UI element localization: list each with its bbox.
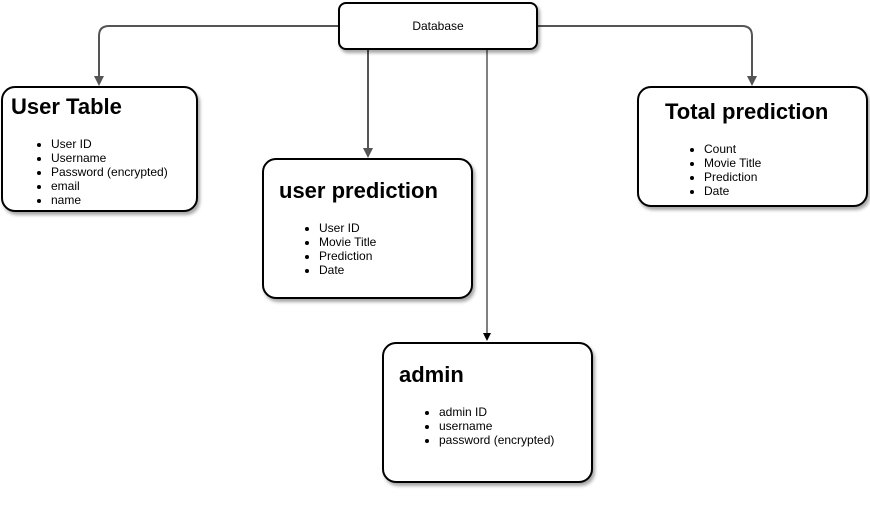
user-prediction-node[interactable]: user prediction User ID Movie Title Pred…	[262, 158, 473, 299]
field-item: email	[51, 179, 196, 193]
user-table-title: User Table	[11, 94, 122, 119]
field-item: Password (encrypted)	[51, 165, 196, 179]
field-item: Prediction	[704, 170, 866, 184]
database-node[interactable]: Database	[338, 2, 538, 50]
total-prediction-title: Total prediction	[665, 99, 829, 124]
total-prediction-fields: Count Movie Title Prediction Date	[639, 142, 866, 198]
edge-database-to-user-table	[94, 25, 338, 86]
user-table-node[interactable]: User Table User ID Username Password (en…	[1, 86, 198, 212]
user-prediction-title: user prediction	[279, 178, 438, 203]
field-item: Movie Title	[319, 235, 471, 249]
database-label: Database	[412, 19, 464, 33]
user-prediction-fields: User ID Movie Title Prediction Date	[264, 221, 471, 277]
admin-node[interactable]: admin admin ID username password (encryp…	[382, 342, 593, 483]
field-item: Prediction	[319, 249, 471, 263]
field-item: User ID	[319, 221, 471, 235]
field-item: Username	[51, 151, 196, 165]
admin-title: admin	[399, 362, 464, 387]
field-item: Count	[704, 142, 866, 156]
total-prediction-node[interactable]: Total prediction Count Movie Title Predi…	[637, 86, 868, 207]
field-item: Date	[704, 184, 866, 198]
field-item: password (encrypted)	[439, 433, 591, 447]
edge-database-to-total-prediction	[538, 25, 757, 86]
field-item: name	[51, 193, 196, 207]
admin-fields: admin ID username password (encrypted)	[384, 405, 591, 447]
user-table-fields: User ID Username Password (encrypted) em…	[3, 137, 196, 207]
field-item: Date	[319, 263, 471, 277]
field-item: username	[439, 419, 591, 433]
field-item: admin ID	[439, 405, 591, 419]
field-item: User ID	[51, 137, 196, 151]
field-item: Movie Title	[704, 156, 866, 170]
